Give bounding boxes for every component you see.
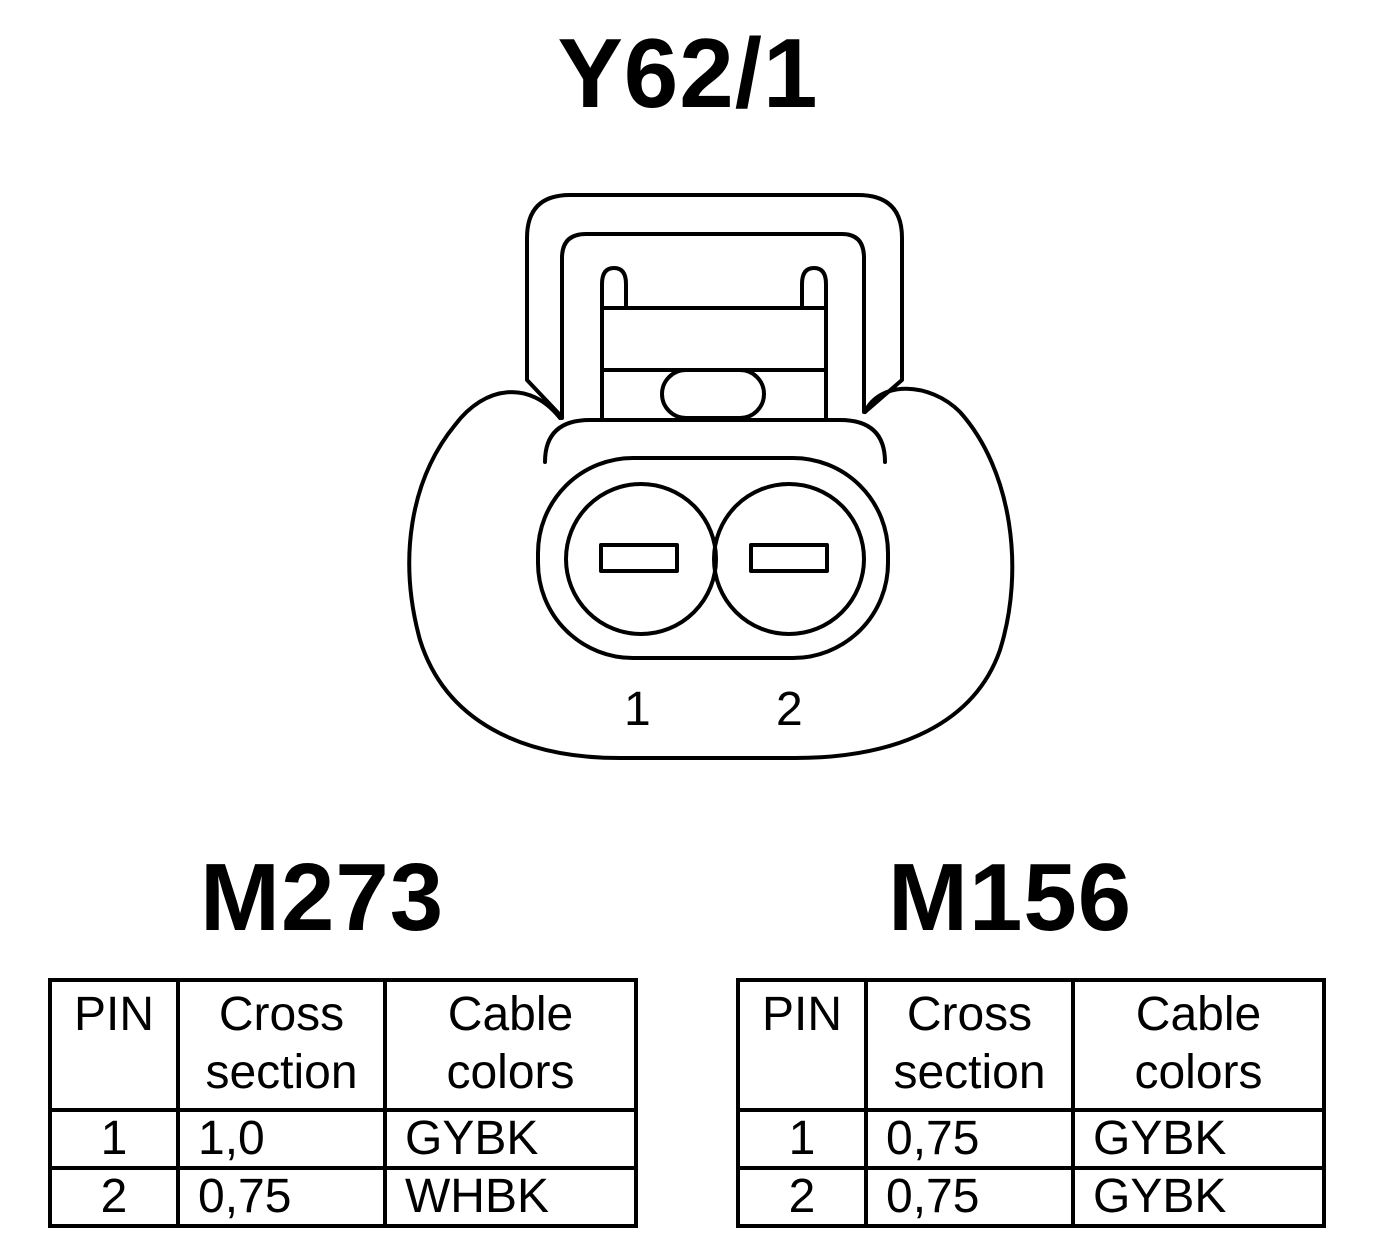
connector-drawing <box>407 193 1015 760</box>
header-cable-colors: Cable colors <box>1071 978 1326 1112</box>
table-row: 2 0,75 GYBK <box>736 1166 1326 1228</box>
cross-section-cell: 0,75 <box>864 1166 1075 1228</box>
latch-finger-right <box>800 266 828 422</box>
pin-1-terminal <box>599 543 679 573</box>
pin-table-m273: PIN Cross section Cable colors 1 1,0 GYB… <box>48 978 638 1228</box>
latch-inner-frame <box>560 232 866 420</box>
pin-2-number: 2 <box>776 683 803 736</box>
cable-color-cell: GYBK <box>1071 1166 1326 1228</box>
header-pin: PIN <box>736 978 868 1112</box>
pin-1-number: 1 <box>624 683 651 736</box>
header-cross-section: Cross section <box>176 978 387 1112</box>
cross-section-cell: 1,0 <box>176 1108 387 1170</box>
header-pin: PIN <box>48 978 180 1112</box>
latch-button <box>660 368 766 420</box>
table-header-row: PIN Cross section Cable colors <box>48 978 638 1112</box>
engine-heading-m156: M156 <box>888 844 1133 951</box>
pin-cell: 2 <box>736 1166 868 1228</box>
housing-ledge <box>543 418 887 464</box>
pin-2-socket <box>712 482 866 636</box>
table-row: 2 0,75 WHBK <box>48 1166 638 1228</box>
pin-cavity <box>536 456 890 660</box>
table-header-row: PIN Cross section Cable colors <box>736 978 1326 1112</box>
cross-section-cell: 0,75 <box>176 1166 387 1228</box>
pin-1-socket <box>564 482 718 636</box>
connector-housing-outline <box>407 386 1015 760</box>
table-row: 1 0,75 GYBK <box>736 1108 1326 1170</box>
cross-section-cell: 0,75 <box>864 1108 1075 1170</box>
pin-cell: 2 <box>48 1166 180 1228</box>
pin-cell: 1 <box>48 1108 180 1170</box>
engine-heading-m273: M273 <box>200 844 445 951</box>
header-cable-colors: Cable colors <box>383 978 638 1112</box>
pin-2-terminal <box>749 543 829 573</box>
pin-table-m156: PIN Cross section Cable colors 1 0,75 GY… <box>736 978 1326 1228</box>
table-row: 1 1,0 GYBK <box>48 1108 638 1170</box>
cable-color-cell: GYBK <box>383 1108 638 1170</box>
connector-title: Y62/1 <box>557 18 819 128</box>
header-cross-section: Cross section <box>864 978 1075 1112</box>
pin-cell: 1 <box>736 1108 868 1170</box>
cable-color-cell: GYBK <box>1071 1108 1326 1170</box>
latch-finger-left <box>600 266 628 422</box>
cable-color-cell: WHBK <box>383 1166 638 1228</box>
latch-outer-frame <box>525 193 904 419</box>
